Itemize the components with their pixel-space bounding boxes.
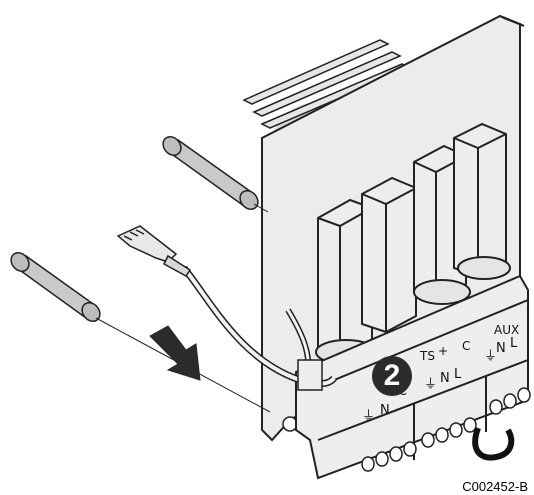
step-number-badge: 2	[372, 356, 412, 396]
label-mid-n: N	[440, 371, 450, 386]
label-mid-ground: ⏚	[424, 377, 437, 392]
label-right-l: L	[510, 336, 518, 351]
label-mid-ts: TS	[419, 349, 435, 363]
spacer-pin-upper	[162, 136, 259, 210]
ground-wire	[181, 265, 337, 391]
faston-connector	[116, 225, 192, 277]
direction-arrow	[149, 325, 201, 381]
label-mid-plus: +	[438, 344, 448, 358]
relay-4	[453, 122, 511, 280]
reference-code: C002452-B	[462, 479, 528, 494]
label-aux: AUX	[494, 323, 519, 337]
terminal-screws	[361, 387, 531, 472]
cable-loop	[472, 426, 515, 461]
label-right-n: N	[496, 341, 506, 356]
label-mid-c: C	[462, 339, 470, 353]
spacer-pin-lower	[10, 252, 101, 322]
label-left-n: N	[380, 403, 390, 418]
label-left-ground: ⏚	[362, 409, 375, 424]
mounting-hole	[282, 416, 298, 432]
label-mid-l: L	[454, 367, 462, 382]
label-right-ground: ⏚	[484, 349, 497, 364]
relay-2	[361, 176, 417, 334]
